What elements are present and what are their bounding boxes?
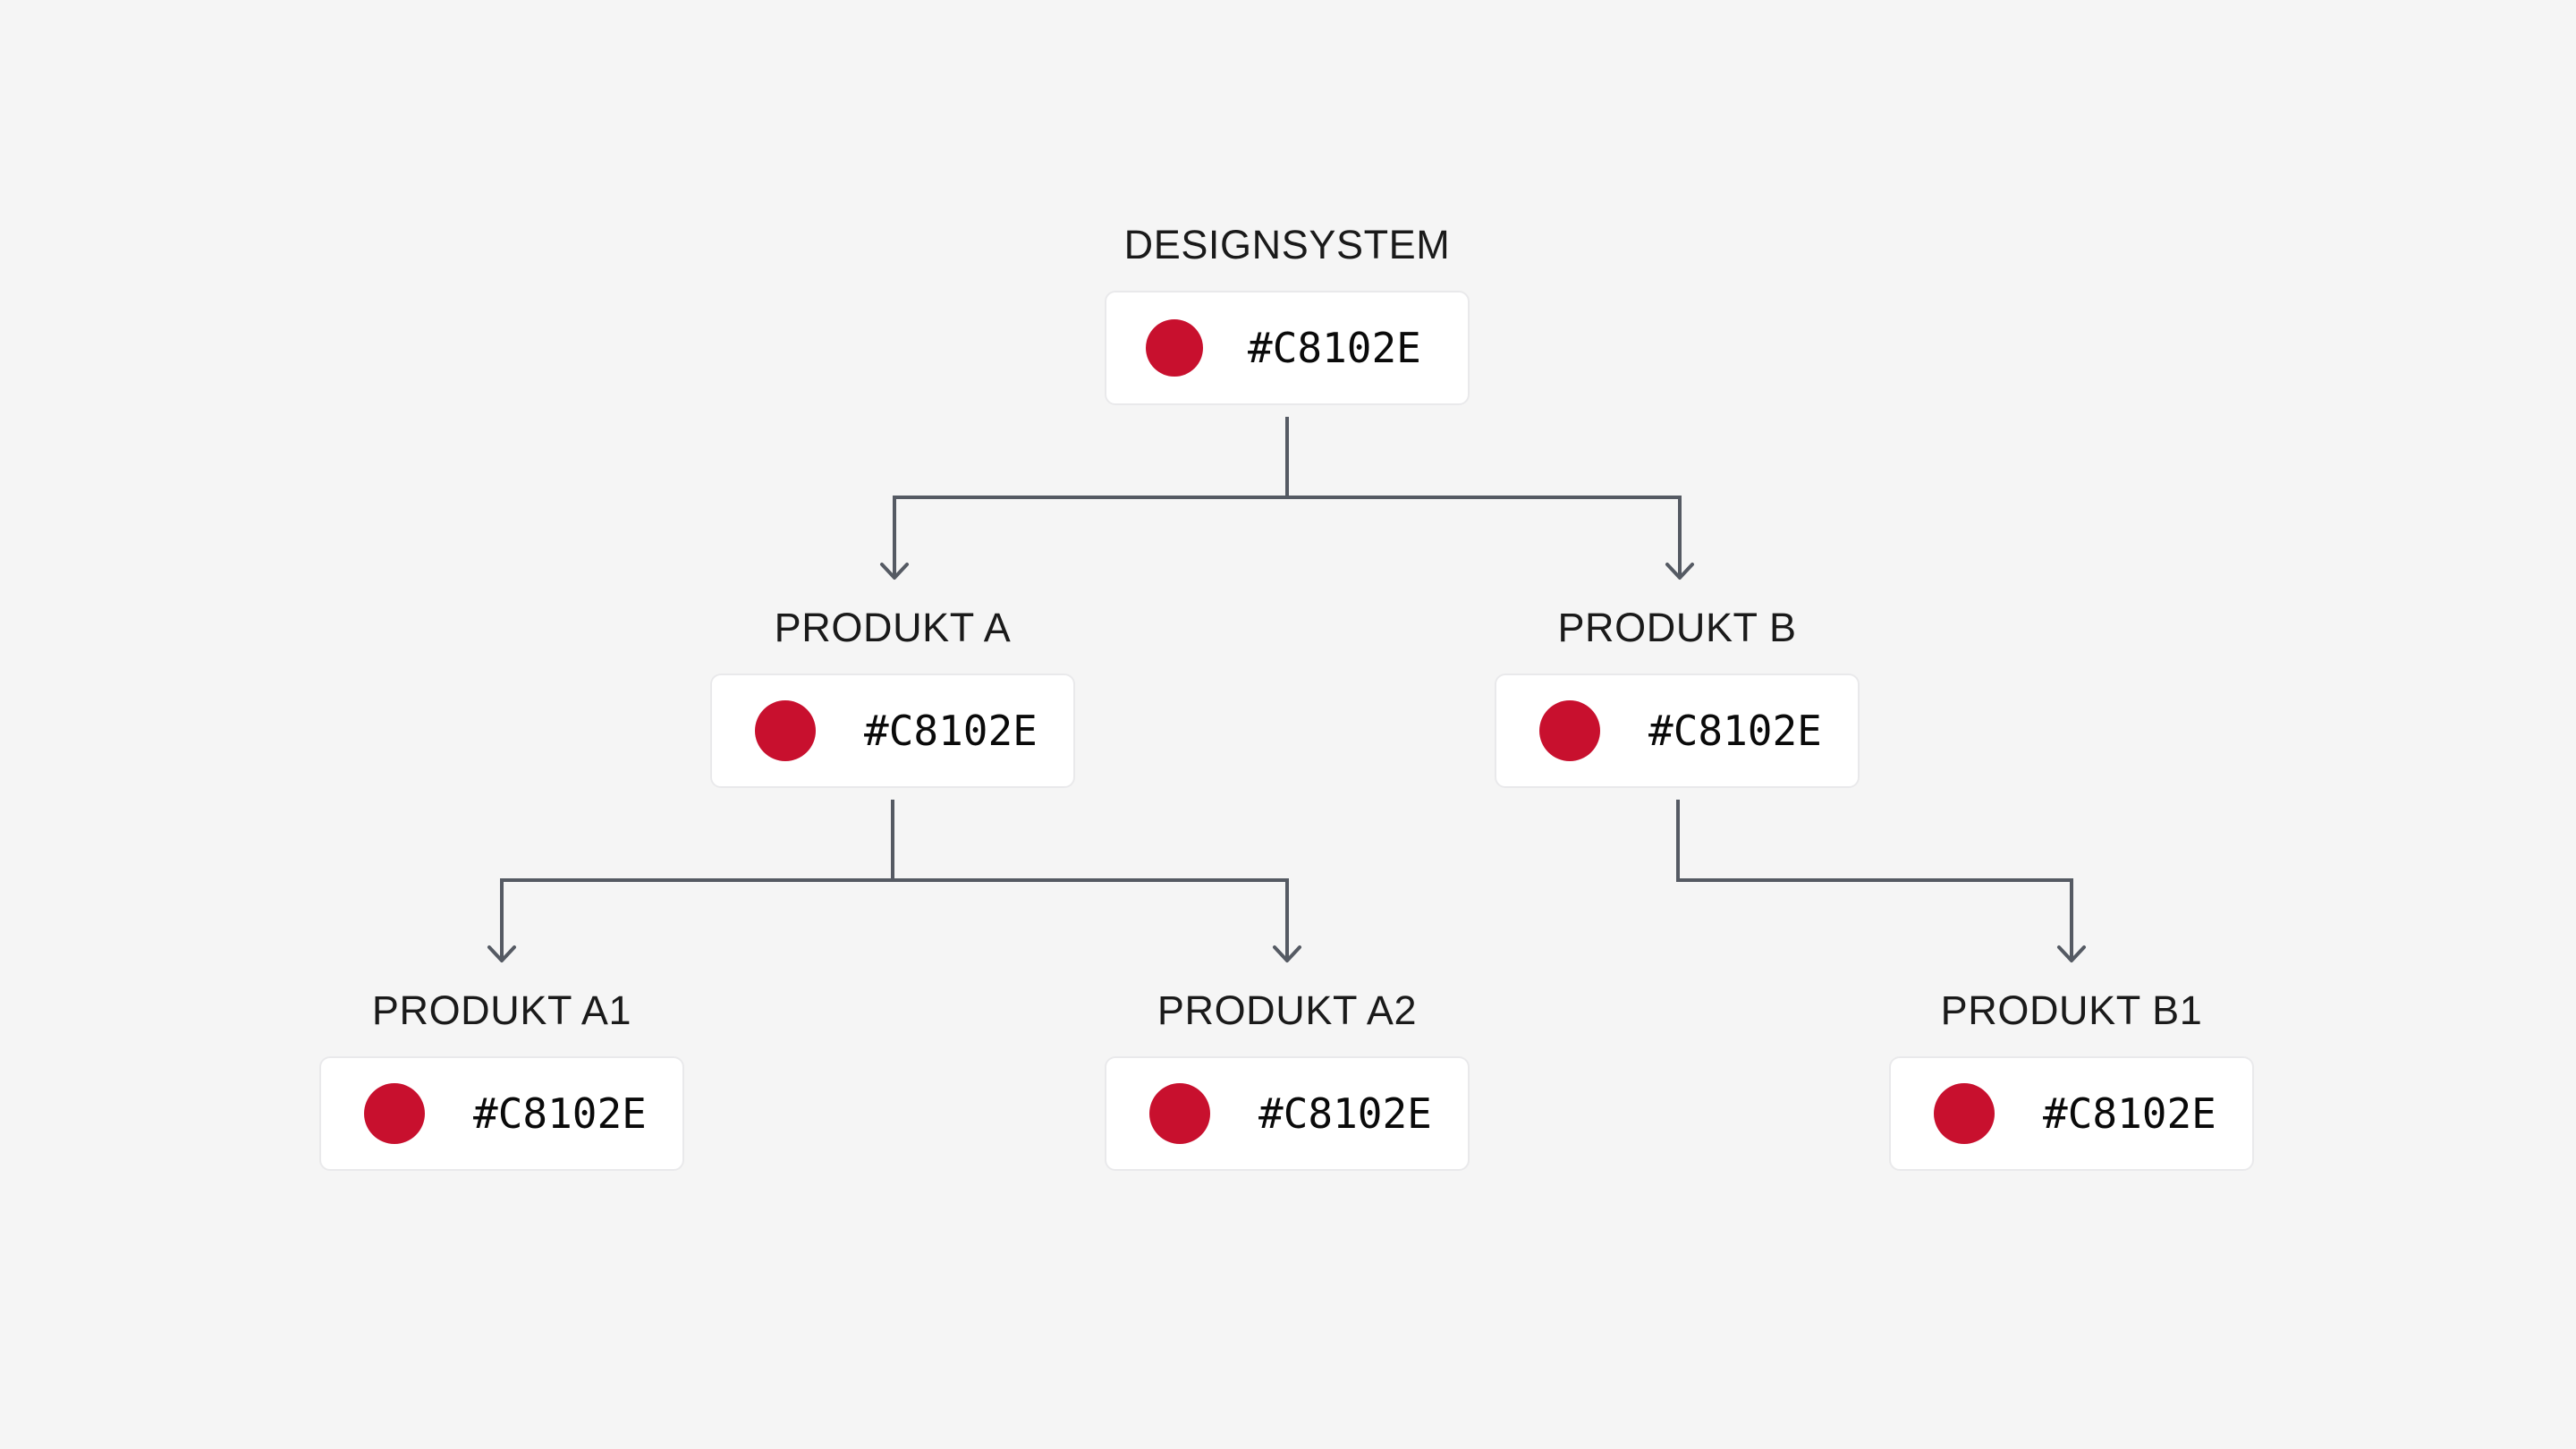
arrowhead-produkt-b1	[2057, 945, 2086, 962]
arrowhead-produkt-a2	[1273, 945, 1301, 962]
color-hex-value: #C8102E	[864, 707, 1038, 755]
color-hex-value: #C8102E	[473, 1089, 647, 1138]
node-label-produkt-a1: PRODUKT A1	[371, 987, 632, 1033]
node-produkt-b1[interactable]: PRODUKT B1 #C8102E	[1889, 987, 2254, 1171]
node-produkt-a2[interactable]: PRODUKT A2 #C8102E	[1105, 987, 1470, 1171]
arrowhead-produkt-a	[880, 563, 909, 580]
node-produkt-b[interactable]: PRODUKT B #C8102E	[1495, 605, 1860, 788]
color-token-card-produkt-b[interactable]: #C8102E	[1495, 674, 1860, 788]
edge-produkt-a-to-a2	[893, 878, 1289, 959]
node-produkt-a1[interactable]: PRODUKT A1 #C8102E	[319, 987, 684, 1171]
node-label-produkt-a: PRODUKT A	[774, 605, 1012, 650]
node-label-produkt-b: PRODUKT B	[1557, 605, 1797, 650]
arrowhead-produkt-b	[1665, 563, 1694, 580]
color-swatch-icon	[1934, 1083, 1995, 1144]
color-hex-value: #C8102E	[1248, 324, 1421, 372]
color-hex-value: #C8102E	[2043, 1089, 2216, 1138]
color-swatch-icon	[1146, 319, 1203, 377]
color-swatch-icon	[755, 700, 816, 761]
node-designsystem[interactable]: DESIGNSYSTEM #C8102E	[1105, 222, 1470, 405]
edge-produkt-a-to-a1	[500, 800, 894, 959]
color-hex-value: #C8102E	[1258, 1089, 1432, 1138]
color-hex-value: #C8102E	[1648, 707, 1822, 755]
color-token-card-produkt-a1[interactable]: #C8102E	[319, 1056, 684, 1171]
node-label-designsystem: DESIGNSYSTEM	[1123, 222, 1451, 267]
color-swatch-icon	[1149, 1083, 1210, 1144]
color-token-card-produkt-a2[interactable]: #C8102E	[1105, 1056, 1470, 1171]
color-token-card-produkt-b1[interactable]: #C8102E	[1889, 1056, 2254, 1171]
edge-produkt-b-to-b1	[1676, 800, 2073, 959]
arrowhead-produkt-a1	[487, 945, 516, 962]
node-produkt-a[interactable]: PRODUKT A #C8102E	[710, 605, 1075, 788]
color-token-card-produkt-a[interactable]: #C8102E	[710, 674, 1075, 788]
edge-root-to-produkt-a	[893, 417, 1289, 576]
color-swatch-icon	[1539, 700, 1600, 761]
color-swatch-icon	[364, 1083, 425, 1144]
color-token-card-designsystem[interactable]: #C8102E	[1105, 291, 1470, 405]
edge-root-to-produkt-b	[1287, 496, 1682, 576]
node-label-produkt-b1: PRODUKT B1	[1940, 987, 2203, 1033]
node-label-produkt-a2: PRODUKT A2	[1157, 987, 1418, 1033]
